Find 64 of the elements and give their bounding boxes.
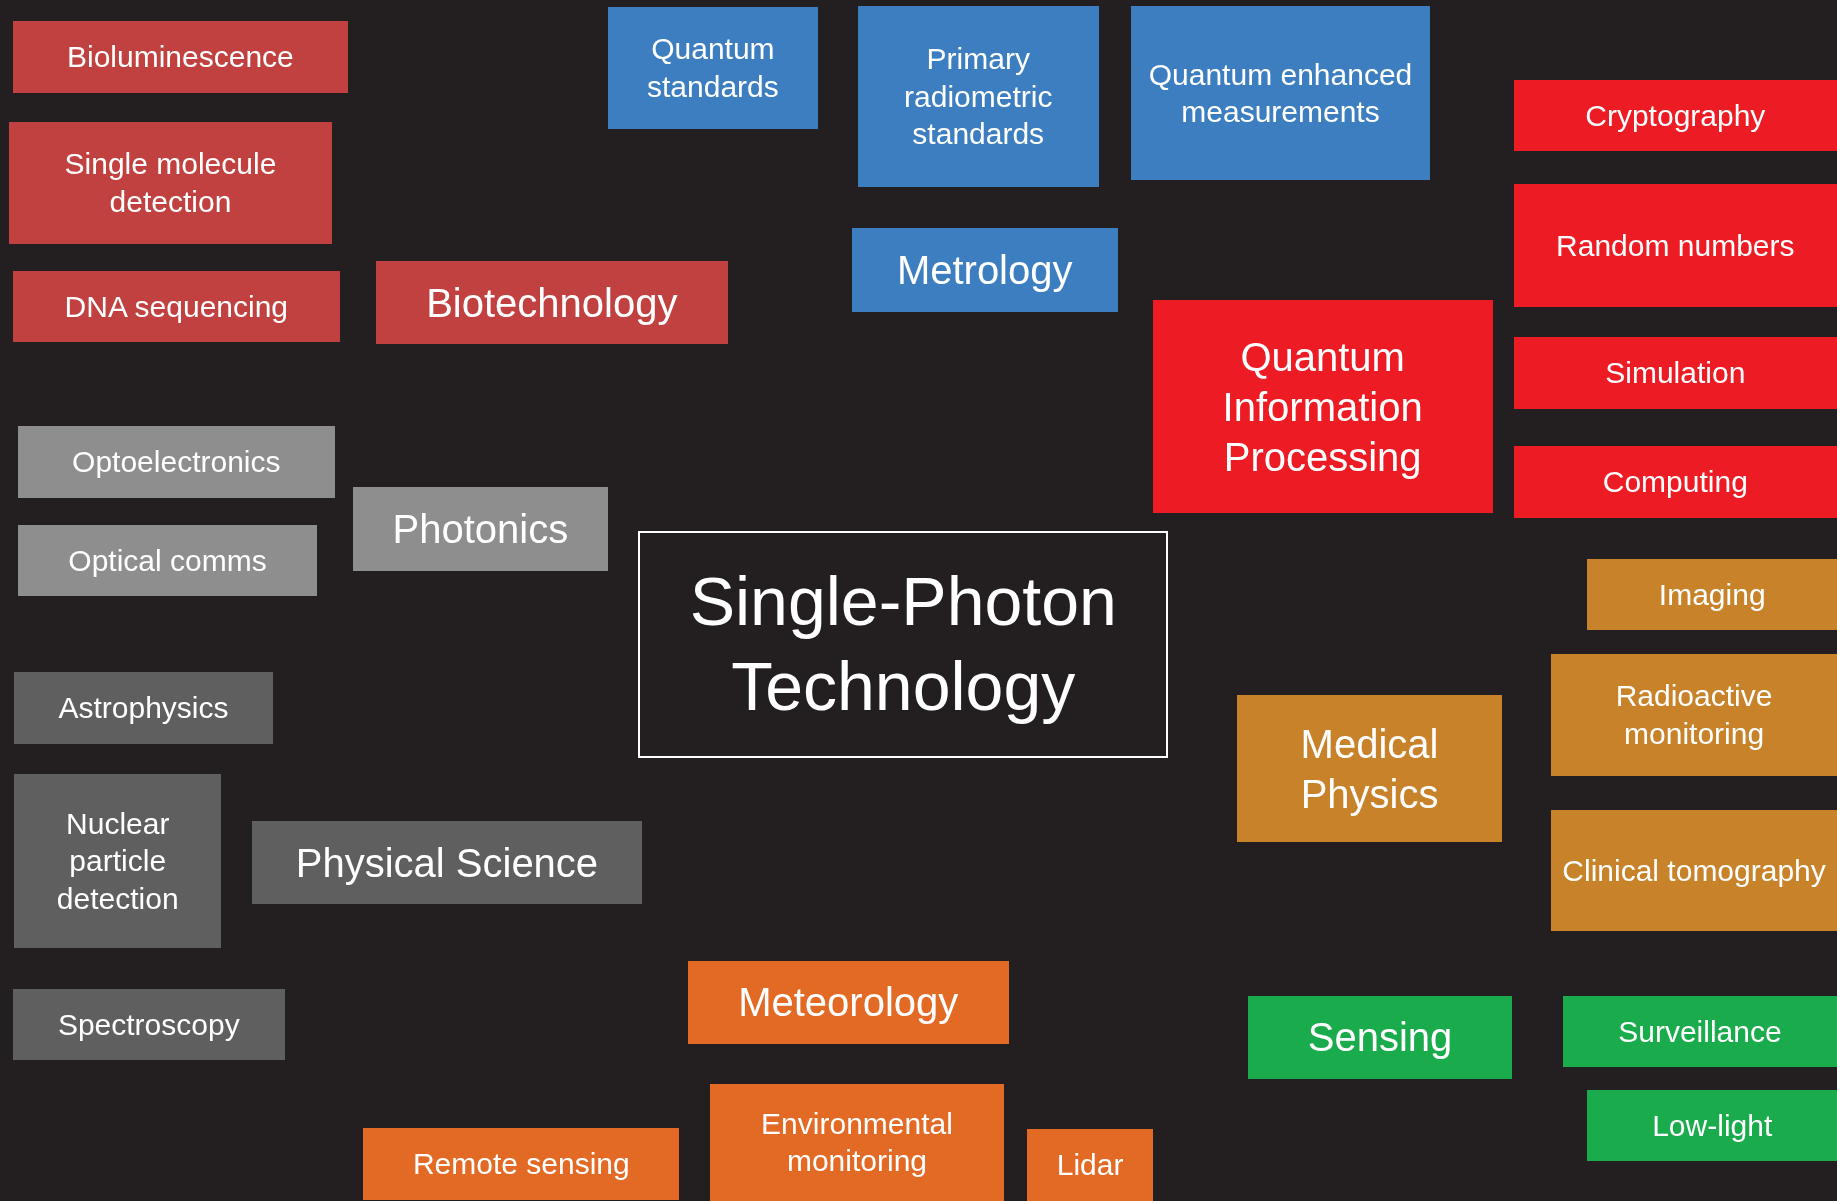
category-box [1152, 299, 1493, 514]
topic-box [1027, 1129, 1153, 1201]
topic-box [1513, 337, 1837, 409]
node-label: Sensing [1307, 1014, 1453, 1062]
node-label: Imaging [1658, 576, 1766, 613]
node-label: Remote sensing [412, 1146, 630, 1183]
node-label: Surveillance [1618, 1013, 1782, 1050]
topic-box [9, 121, 332, 244]
topic-box [857, 5, 1099, 188]
node-label: Environmental monitoring [760, 1105, 954, 1180]
topic-box [12, 21, 348, 93]
node-label: Primary radiometric standards [903, 41, 1054, 153]
node-label: Cryptography [1585, 97, 1766, 134]
node-label: Photonics [392, 505, 569, 553]
topic-box [1551, 809, 1837, 932]
topic-box [12, 988, 285, 1061]
category-box [687, 960, 1009, 1044]
topic-box [17, 524, 318, 597]
node-label: Computing [1602, 464, 1748, 501]
node-label: Meteorology [738, 979, 959, 1027]
topic-box [1587, 558, 1837, 631]
topic-box [1513, 446, 1837, 518]
node-label: Simulation [1605, 355, 1746, 392]
category-box [376, 261, 728, 345]
node-label: Quantum standards [646, 31, 780, 105]
topic-box [608, 7, 818, 129]
node-label: Lidar [1056, 1147, 1124, 1184]
node-label: Astrophysics [58, 690, 229, 727]
node-label: Spectroscopy [57, 1006, 240, 1043]
node-label: Optoelectronics [72, 444, 281, 481]
node-label: Clinical tomography [1562, 852, 1826, 889]
node-label: Single molecule detection [63, 146, 278, 220]
node-label: Low-light [1652, 1107, 1773, 1144]
node-label: Bioluminescence [67, 39, 294, 76]
node-label: DNA sequencing [64, 288, 289, 325]
node-label: Quantum enhanced measurements [1147, 56, 1414, 131]
topic-box [363, 1128, 680, 1200]
category-box [251, 821, 642, 905]
topic-box [709, 1083, 1004, 1201]
topic-box [1130, 5, 1431, 181]
node-label: Nuclear particle detection [55, 805, 180, 917]
node-label: Physical Science [295, 839, 599, 887]
node-label: Single-Photon Technology [688, 562, 1118, 727]
topic-box [1513, 79, 1837, 152]
category-box [1247, 995, 1513, 1079]
topic-box [12, 270, 340, 343]
node-label: Radioactive monitoring [1614, 678, 1774, 752]
topic-box [14, 672, 273, 744]
node-label: Metrology [896, 247, 1073, 295]
topic-box [1587, 1089, 1837, 1161]
node-label: Medical Physics [1299, 720, 1440, 818]
category-box [851, 228, 1118, 312]
topic-box [1513, 183, 1837, 307]
category-box [1237, 694, 1502, 843]
node-label: Random numbers [1556, 227, 1795, 264]
category-box [352, 487, 608, 571]
topic-box [1551, 653, 1837, 776]
topic-box [14, 774, 222, 948]
node-label: Quantum Information Processing [1221, 333, 1424, 481]
title-box [638, 530, 1168, 758]
topic-box [17, 426, 336, 498]
topic-box [1562, 995, 1837, 1068]
node-label: Biotechnology [426, 279, 678, 327]
node-label: Optical comms [68, 542, 267, 579]
